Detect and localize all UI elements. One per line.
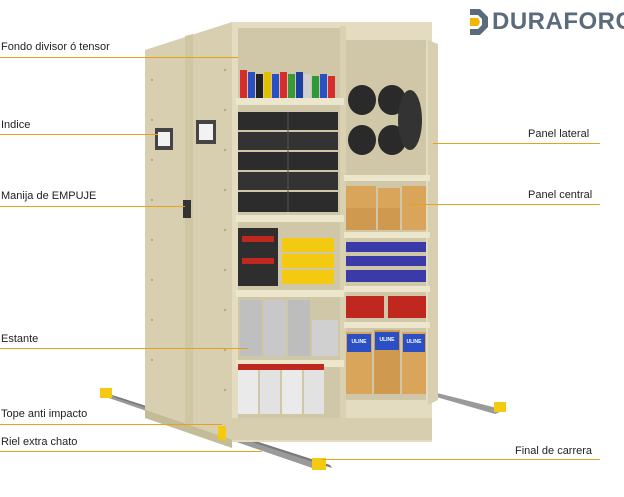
spray-cans	[240, 70, 335, 98]
boxes-left	[238, 364, 324, 414]
uline-box-label-3: ULINE	[407, 339, 423, 345]
label-indice: Indice	[1, 119, 31, 131]
shelves-right	[344, 175, 430, 328]
callout-line-estante	[0, 348, 248, 349]
label-riel-extra-chato: Riel extra chato	[1, 436, 78, 448]
cardboard-boxes	[346, 186, 426, 230]
uline-box-label-1: ULINE	[352, 339, 368, 345]
callout-line-panel-lateral	[433, 143, 600, 144]
label-manija-empuje: Manija de EMPUJE	[1, 190, 97, 202]
label-final-de-carrera: Final de carrera	[515, 445, 593, 457]
callout-line-manija	[0, 206, 185, 207]
red-bins	[346, 296, 426, 318]
push-handle	[183, 200, 191, 218]
label-fondo-divisor: Fondo divisor ó tensor	[1, 41, 110, 53]
cabinet-base	[232, 418, 432, 440]
end-stop-right	[494, 402, 506, 412]
side-panel-right	[428, 40, 438, 405]
callout-line-final	[322, 459, 600, 460]
shelves-left	[236, 98, 344, 367]
blue-bins	[346, 242, 426, 282]
uline-boxes: ULINE ULINE ULINE	[346, 330, 426, 394]
end-stop-front	[312, 458, 326, 470]
label-estante: Estante	[1, 333, 39, 345]
callout-line-riel	[0, 451, 262, 452]
mixed-bins	[238, 228, 334, 286]
tires	[348, 85, 422, 155]
drawer-bins	[238, 112, 338, 212]
duraforce-logo: DURAFORCE	[470, 8, 624, 36]
logo-mark-icon	[470, 9, 488, 35]
bumper	[218, 426, 226, 440]
clear-containers	[240, 300, 338, 356]
label-tope-anti-impacto: Tope anti impacto	[1, 408, 88, 420]
uline-box-label-2: ULINE	[380, 337, 396, 343]
callout-line-fondo	[0, 57, 238, 58]
label-panel-lateral: Panel lateral	[528, 128, 590, 140]
callout-line-indice	[0, 134, 158, 135]
brand-name: DURAFORCE	[492, 8, 624, 35]
center-panel	[340, 26, 346, 436]
callout-line-tope	[0, 424, 222, 425]
rail-stop-left	[100, 388, 112, 398]
label-panel-central: Panel central	[528, 189, 593, 201]
callout-line-panel-central	[410, 204, 600, 205]
